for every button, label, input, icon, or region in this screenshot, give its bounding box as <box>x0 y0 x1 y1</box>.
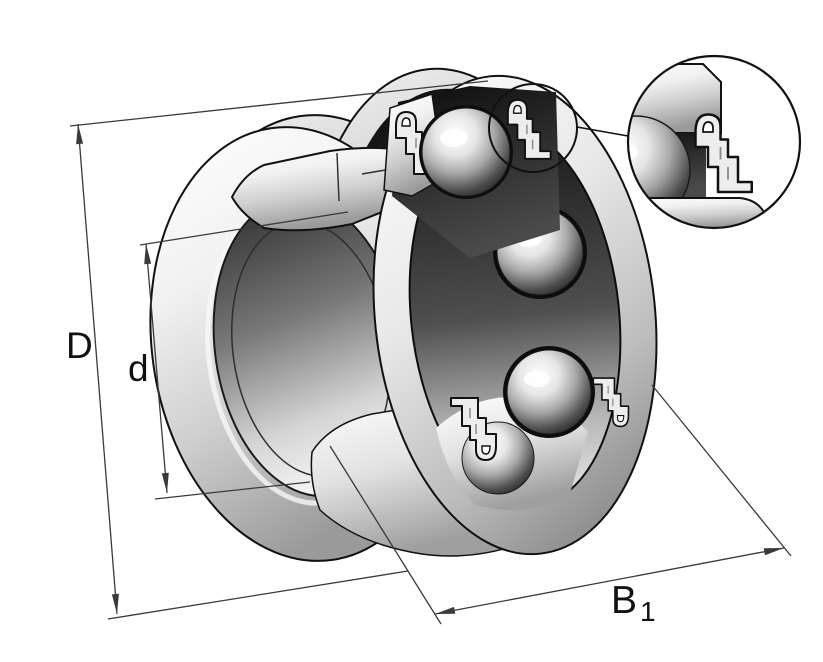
extension-line-B1-right <box>651 384 792 557</box>
dimensions <box>69 80 792 625</box>
label-bore-diameter-d: d <box>128 348 149 389</box>
arrowhead-d-bottom <box>161 472 169 493</box>
extension-line-d-bottom <box>154 481 311 500</box>
label-width-B-subscript: 1 <box>640 596 656 627</box>
extension-line-d-top <box>139 211 349 246</box>
ball-top <box>421 107 511 197</box>
detail-leader-line <box>576 126 629 137</box>
extension-line-D-bottom <box>107 570 409 620</box>
dimension-line-B1 <box>434 547 785 615</box>
extension-line-D-top <box>69 80 489 127</box>
dimension-line-D <box>77 123 118 615</box>
dimension-line-d <box>145 243 168 494</box>
label-outer-diameter-D: D <box>66 325 93 366</box>
ball-top-highlight <box>440 129 468 147</box>
ball-lower-highlight <box>524 371 550 387</box>
arrowhead-D-top <box>76 124 84 145</box>
ball-lower <box>506 349 592 435</box>
arrowhead-B1-left <box>435 606 456 614</box>
dimension-arrowheads <box>76 124 784 614</box>
dimension-labels: D d B 1 <box>66 325 656 627</box>
label-width-B: B <box>611 579 637 622</box>
extension-line-B1-left <box>329 445 442 625</box>
bearing-body <box>149 67 658 562</box>
detail-circle-small <box>488 83 578 173</box>
arrowhead-B1-right <box>763 548 784 556</box>
arrowhead-d-top <box>144 244 152 265</box>
arrowhead-D-bottom <box>111 593 119 614</box>
detail-circle-large <box>626 54 802 230</box>
